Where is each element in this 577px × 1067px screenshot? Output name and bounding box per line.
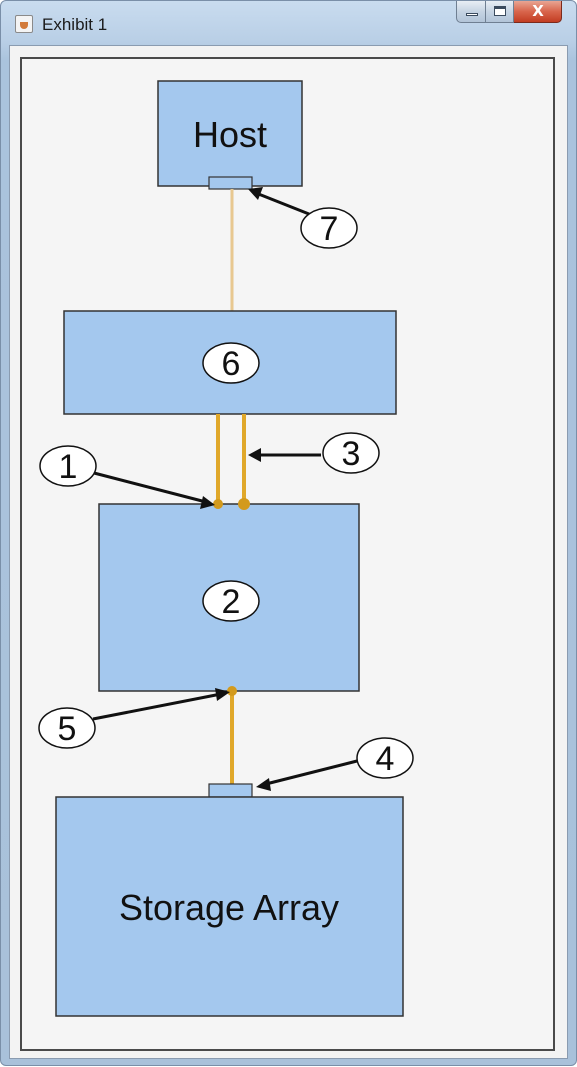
callout-7-label: 7 [320,210,339,248]
callout-4-circle [356,737,414,779]
callout-5-label: 5 [58,710,77,748]
minimize-button[interactable] [456,1,486,23]
callout-7-circle [300,207,358,249]
callout-1-arrow-line [93,471,207,504]
callout-1-arrowhead [200,496,215,509]
window-title: Exhibit 1 [42,15,108,34]
callout-5-arrow-line [92,692,222,721]
title-bar[interactable]: Exhibit 1 X [1,1,577,45]
maximize-icon [494,6,506,16]
callout-1-label: 1 [59,448,78,486]
callout-5-arrowhead [215,688,230,701]
callout-4-arrow-line [265,759,358,786]
java-app-icon [15,15,33,33]
host-label: Host [193,114,267,155]
callout-6-circle [202,342,260,384]
callout-6-label: 6 [222,345,241,383]
callout-3-label: 3 [342,435,361,473]
storage-port [208,783,253,798]
callout-7-arrowhead [248,187,263,200]
storage-array-block [55,796,404,1017]
close-button[interactable]: X [514,1,562,23]
callout-2-label: 2 [222,583,241,621]
callout-5-circle [38,707,96,749]
caption-buttons: X [456,1,562,23]
callout-3-arrowhead [248,448,261,462]
storage-array-label: Storage Array [119,887,339,928]
callout-2-circle [202,580,260,622]
callout-1-circle [39,445,97,487]
callout-4-arrowhead [256,778,271,791]
connector-right [238,498,250,510]
connector-bottom [227,686,237,696]
maximize-button[interactable] [486,1,514,23]
callout-4-label: 4 [376,740,395,778]
connector-left [213,499,223,509]
callout-3-circle [322,432,380,474]
minimize-icon [466,13,478,16]
callout-7-arrow-line [255,191,310,216]
close-icon: X [532,2,544,20]
host-port [208,176,253,190]
